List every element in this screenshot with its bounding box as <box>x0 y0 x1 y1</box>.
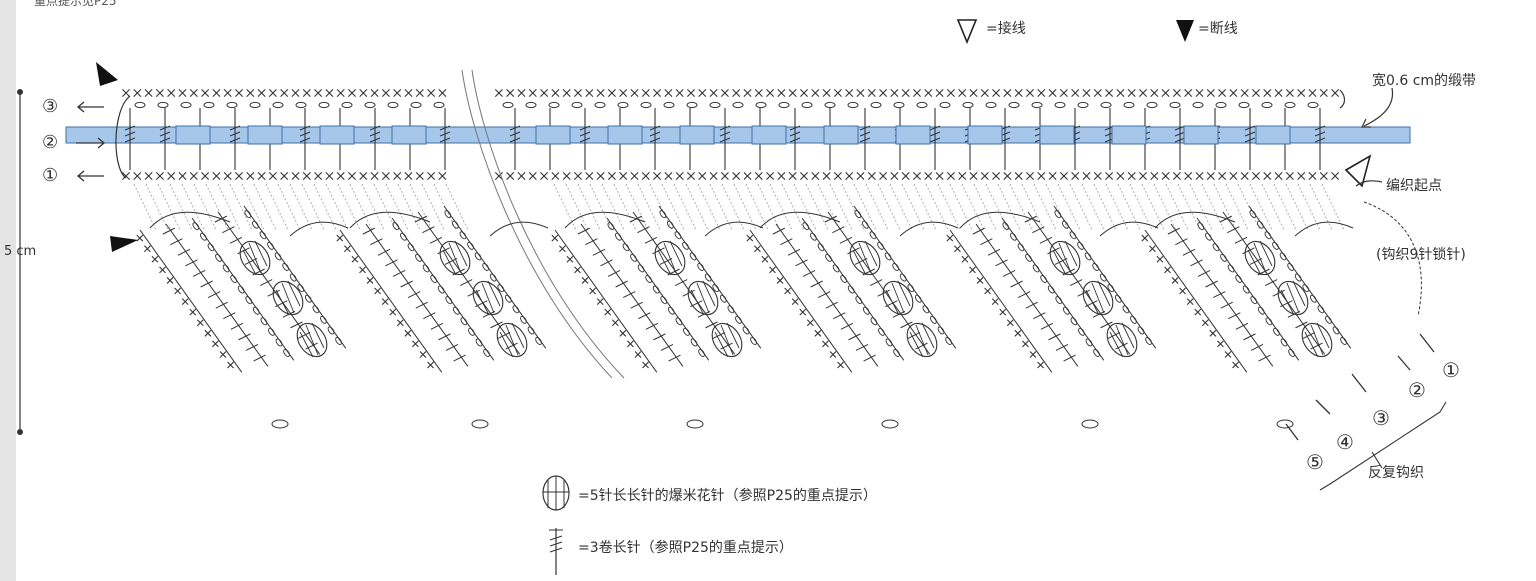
break-lines <box>461 69 625 379</box>
motif-strip <box>551 205 764 429</box>
join-symbol-icon <box>956 19 978 45</box>
motif-row-number-2: ② <box>1408 378 1426 402</box>
ribbon-label: 宽0.6 cm的缎带 <box>1372 73 1477 89</box>
motif-strip <box>1141 205 1354 429</box>
row-number-1: ① <box>42 165 59 186</box>
left-margin-strip <box>0 0 16 581</box>
row-3-single-crochet <box>122 89 1340 97</box>
row-1-single-crochet <box>122 172 1340 180</box>
motif-row-number-4: ④ <box>1336 430 1354 454</box>
motif-strip <box>136 205 349 429</box>
motif-row-number-1: ① <box>1442 358 1460 382</box>
motif-row-number-5: ⑤ <box>1306 450 1324 474</box>
row-3-chain-ovals <box>134 101 1319 109</box>
ribbon-segments <box>175 125 1291 145</box>
height-label: 5 cm <box>4 244 37 259</box>
motif-strip <box>946 205 1159 429</box>
ribbon-pointer-line <box>1363 87 1394 127</box>
height-scale <box>17 89 23 435</box>
triple-treble-legend-icon <box>549 528 563 575</box>
joining-dashes <box>133 183 1345 231</box>
row-direction-arrows <box>76 101 106 182</box>
join-legend-text: =接线 <box>986 21 1026 37</box>
motif-strip <box>336 205 549 429</box>
header-fragment: 重点提示见P25 <box>34 0 117 8</box>
motif-cut-marker-icon <box>110 236 138 252</box>
start-label: 编织起点 <box>1386 178 1442 194</box>
row-number-3: ③ <box>42 96 59 117</box>
cut-symbol-icon <box>1176 20 1194 42</box>
cut-legend-text: =断线 <box>1198 21 1238 37</box>
motif-row-number-3: ③ <box>1372 406 1390 430</box>
top-cut-marker-icon <box>96 62 118 86</box>
start-join-icon <box>1344 154 1372 188</box>
motif-strip <box>746 205 959 429</box>
popcorn-legend-text: =5针长长针的爆米花针（参照P25的重点提示） <box>578 488 877 504</box>
triple-treble-legend-text: =3卷长针（参照P25的重点提示） <box>578 540 793 556</box>
chain-note-label: (钩织9针锁针) <box>1376 247 1466 263</box>
row-number-2: ② <box>42 132 59 153</box>
repeat-label: 反复钩织 <box>1368 465 1424 481</box>
motif-direction-arrows <box>1285 333 1435 441</box>
popcorn-legend-icon <box>542 475 570 511</box>
